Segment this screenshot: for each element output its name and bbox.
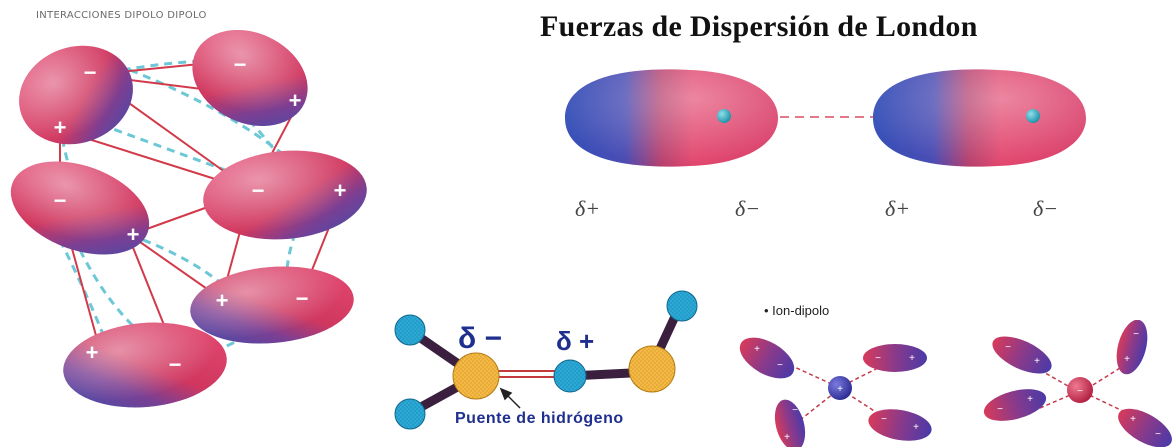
ion-dipole-diagram: + − − + + − + − + − + − + − − + + − <box>739 320 1172 447</box>
dipole-dipole-title: INTERACCIONES DIPOLO DIPOLO <box>36 10 207 21</box>
plus-sign: + <box>334 178 347 203</box>
hydrogen-atom <box>666 290 698 322</box>
minus-sign: − <box>777 360 783 371</box>
minus-sign: − <box>1077 386 1083 397</box>
plus-sign: + <box>1027 394 1033 405</box>
minus-sign: − <box>792 405 798 416</box>
arrow-icon <box>499 387 521 409</box>
plus-sign: + <box>86 340 99 365</box>
plus-sign: + <box>127 222 140 247</box>
dipole-molecule-3 <box>10 161 150 255</box>
minus-sign: − <box>84 60 97 85</box>
plus-sign: + <box>216 288 229 313</box>
london-delta-label: δ− <box>1033 196 1059 221</box>
nucleus-icon <box>1026 109 1040 123</box>
london-forces-title: Fuerzas de Dispersión de London <box>540 10 978 43</box>
london-molecule-left <box>565 69 778 167</box>
minus-sign: − <box>997 404 1003 415</box>
plus-sign: + <box>1034 356 1040 367</box>
london-diagram <box>565 69 1086 167</box>
plus-sign: + <box>54 115 67 140</box>
minus-sign: − <box>252 178 265 203</box>
dipole-dipole-diagram: − + − + − + − + + − + − <box>10 29 367 408</box>
plus-sign: + <box>913 422 919 433</box>
dipole-molecule-6 <box>63 322 227 408</box>
minus-sign: − <box>169 352 182 377</box>
ion-dipole-label: • Ion-dipolo <box>764 303 830 318</box>
minus-sign: − <box>1005 342 1011 353</box>
hydrogen-atom <box>394 398 426 430</box>
minus-sign: − <box>234 52 247 77</box>
dipole-molecule-4 <box>203 150 367 240</box>
minus-sign: − <box>881 414 887 425</box>
delta-plus-label: δ + <box>556 326 595 356</box>
plus-sign: + <box>1130 414 1136 425</box>
hydrogen-bond-label: Puente de hidrógeno <box>455 410 624 427</box>
london-delta-label: δ− <box>735 196 761 221</box>
plus-sign: + <box>909 353 915 364</box>
minus-sign: − <box>875 353 881 364</box>
delta-minus-label: δ − <box>458 322 503 355</box>
plus-sign: + <box>289 88 302 113</box>
minus-sign: − <box>1133 329 1139 340</box>
minus-sign: − <box>296 286 309 311</box>
hydrogen-atom <box>394 314 426 346</box>
plus-sign: + <box>754 344 760 355</box>
dipole-molecule-5 <box>190 266 354 344</box>
plus-sign: + <box>837 384 843 395</box>
anion-icon <box>1067 377 1093 403</box>
dipole-molecule-2 <box>192 29 308 127</box>
minus-sign: − <box>1155 429 1161 440</box>
oxygen-atom <box>628 345 676 393</box>
dipole-molecule-1 <box>19 45 133 145</box>
plus-sign: + <box>784 432 790 443</box>
hydrogen-atom <box>553 359 587 393</box>
cation-icon <box>828 376 852 400</box>
london-delta-label: δ+ <box>575 196 601 221</box>
oxygen-atom <box>452 352 500 400</box>
london-molecule-right <box>873 69 1086 167</box>
london-delta-label: δ+ <box>885 196 911 221</box>
minus-sign: − <box>54 188 67 213</box>
hydrogen-bond-diagram <box>394 290 698 430</box>
nucleus-icon <box>717 109 731 123</box>
plus-sign: + <box>1124 354 1130 365</box>
